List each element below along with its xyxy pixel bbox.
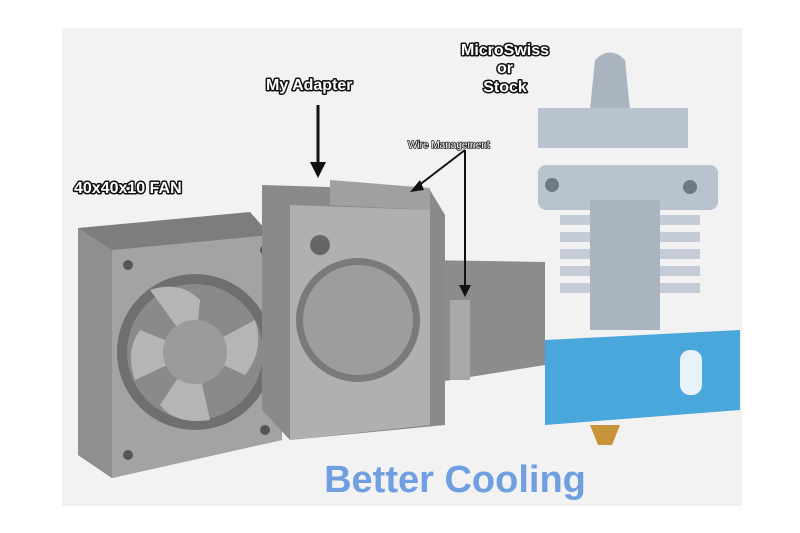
hotend-label-line3: Stock [483, 79, 527, 96]
hotend-label-line2: or [497, 60, 513, 77]
caption: Better Cooling [324, 459, 586, 501]
adapter-label: My Adapter [266, 77, 353, 94]
fan-label: 40x40x10 FAN [74, 180, 182, 197]
adapter-illustration [262, 180, 545, 440]
annotation-arrows [310, 105, 471, 297]
fan-illustration [78, 212, 282, 478]
wire-arrow-1 [417, 149, 466, 187]
hotend-label-line1: MicroSwiss [461, 42, 549, 59]
wire-management-label: Wire Management [408, 140, 490, 151]
hotend-illustration [538, 52, 740, 445]
